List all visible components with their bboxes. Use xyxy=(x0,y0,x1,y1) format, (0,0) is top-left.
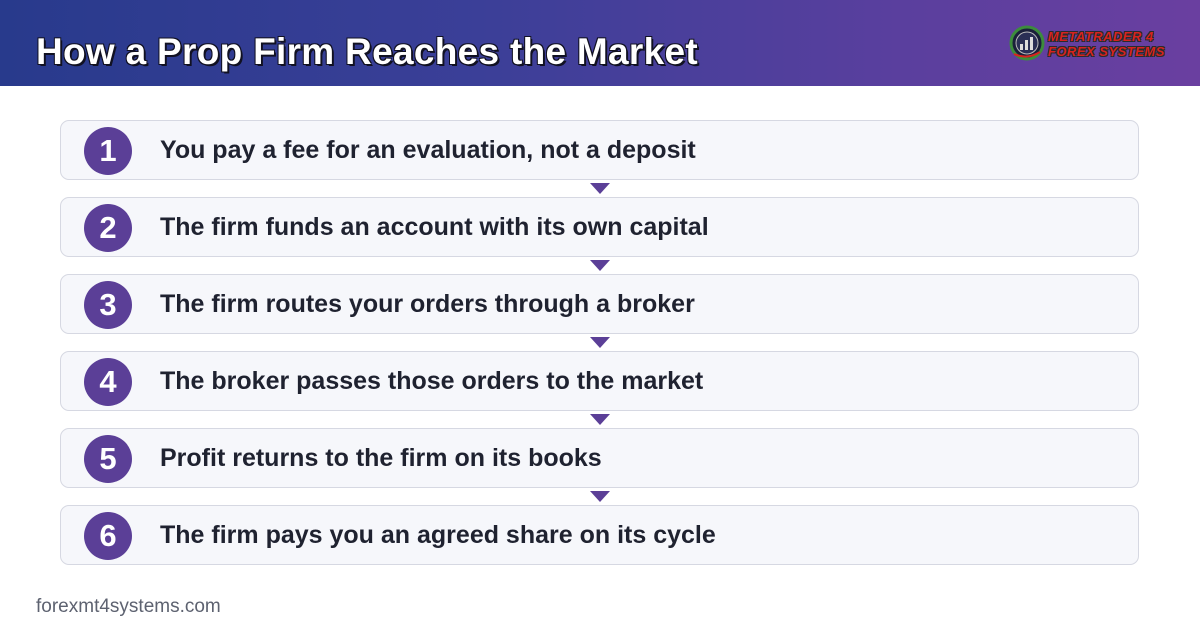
step-number-badge: 4 xyxy=(84,358,132,406)
step-number-badge: 1 xyxy=(84,127,132,175)
step-number-badge: 3 xyxy=(84,281,132,329)
step-text: The firm routes your orders through a br… xyxy=(160,290,695,318)
down-arrow-icon xyxy=(590,183,610,194)
step-text: You pay a fee for an evaluation, not a d… xyxy=(160,136,696,164)
down-arrow-icon xyxy=(590,337,610,348)
logo-text-line-2: FOREX SYSTEMS xyxy=(1048,44,1166,59)
step-card-1: 1 You pay a fee for an evaluation, not a… xyxy=(60,120,1139,180)
step-card-3: 3 The firm routes your orders through a … xyxy=(60,274,1139,334)
brand-logo: METATRADER 4 FOREX SYSTEMS xyxy=(1008,24,1176,64)
page-title: How a Prop Firm Reaches the Market xyxy=(36,31,698,72)
step-card-4: 4 The broker passes those orders to the … xyxy=(60,351,1139,411)
step-text: The firm funds an account with its own c… xyxy=(160,213,709,241)
footer-site-url: forexmt4systems.com xyxy=(36,596,221,617)
step-number-badge: 2 xyxy=(84,204,132,252)
down-arrow-icon xyxy=(590,414,610,425)
step-text: The firm pays you an agreed share on its… xyxy=(160,521,716,549)
step-card-6: 6 The firm pays you an agreed share on i… xyxy=(60,505,1139,565)
step-card-5: 5 Profit returns to the firm on its book… xyxy=(60,428,1139,488)
step-card-2: 2 The firm funds an account with its own… xyxy=(60,197,1139,257)
down-arrow-icon xyxy=(590,491,610,502)
step-text: Profit returns to the firm on its books xyxy=(160,444,602,472)
step-number-badge: 6 xyxy=(84,512,132,560)
logo-text-line-1: METATRADER 4 xyxy=(1048,29,1154,44)
step-number-badge: 5 xyxy=(84,435,132,483)
down-arrow-icon xyxy=(590,260,610,271)
step-text: The broker passes those orders to the ma… xyxy=(160,367,704,395)
header-banner: How a Prop Firm Reaches the Market METAT… xyxy=(0,0,1200,86)
globe-chart-logo-icon xyxy=(1009,25,1045,61)
